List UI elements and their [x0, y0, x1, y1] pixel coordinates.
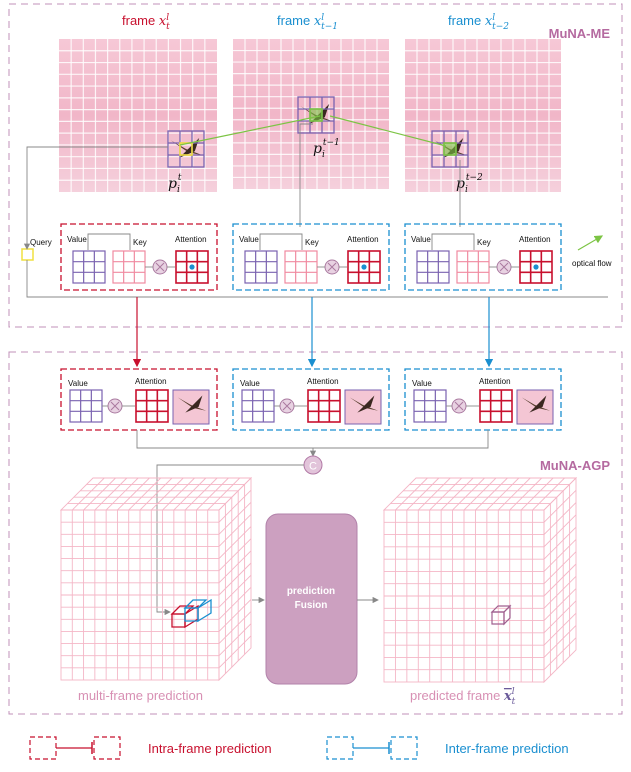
svg-text:Value: Value — [412, 379, 432, 388]
me-title: MuNA-ME — [549, 26, 611, 41]
me-connectors — [23, 123, 608, 298]
svg-text:frame xlt: frame xlt — [122, 13, 170, 32]
agp-block-t: Value Attention — [60, 368, 218, 431]
svg-text:Value: Value — [411, 235, 431, 244]
fusion-label-line1: prediction — [287, 586, 335, 597]
me-blocks: Value Key Attention Value Key Attention Value K… — [60, 223, 562, 291]
svg-text:Attention: Attention — [307, 377, 339, 386]
point-label-t-2: pit−2 — [456, 173, 483, 195]
frame-image-t — [59, 39, 217, 192]
output-voxel — [490, 604, 512, 626]
legend-intra: Intra-frame prediction — [29, 736, 272, 760]
frame-image-t-1 — [233, 39, 389, 189]
svg-text:Attention: Attention — [135, 377, 167, 386]
concat-label: C — [309, 461, 317, 473]
me-block-t-2: Value Key Attention — [404, 223, 562, 291]
multi-frame-cube — [59, 476, 253, 682]
svg-text:frame xlt−1: frame xlt−1 — [277, 13, 338, 32]
point-label-t-1: pit−1 — [313, 138, 340, 160]
svg-text:Attention: Attention — [479, 377, 511, 386]
svg-text:Key: Key — [133, 238, 147, 247]
agp-panel — [8, 351, 623, 715]
svg-text:frame xlt−2: frame xlt−2 — [448, 13, 509, 32]
optical-flow-lines — [179, 115, 447, 147]
me-panel — [8, 3, 623, 328]
predicted-frame-cube — [382, 476, 578, 684]
agp-title: MuNA-AGP — [540, 458, 610, 473]
legend-inter: Inter-frame prediction — [326, 736, 569, 760]
me-block-t: Value Key Attention — [60, 223, 218, 291]
svg-text:Value: Value — [239, 235, 259, 244]
svg-text:Value: Value — [67, 235, 87, 244]
me-block-t-1: Value Key Attention — [232, 223, 390, 291]
concat-to-cube — [156, 464, 304, 616]
point-label-t: pit — [168, 173, 182, 195]
frame-image-t-2 — [405, 39, 561, 192]
query-box — [21, 248, 34, 261]
svg-text:Attention: Attention — [519, 235, 551, 244]
query-label: Query — [30, 238, 52, 247]
svg-text:Attention: Attention — [175, 235, 207, 244]
agp-merge-line — [136, 430, 489, 449]
optical-flow-legend-arrow — [577, 235, 604, 251]
optical-flow-label: optical flow — [572, 259, 612, 268]
fusion-label-line2: Fusion — [295, 600, 328, 611]
svg-text:Value: Value — [240, 379, 260, 388]
legend-inter-label: Inter-frame prediction — [445, 741, 569, 756]
svg-text:Value: Value — [68, 379, 88, 388]
feature-strip — [170, 598, 212, 629]
svg-text:Key: Key — [477, 238, 491, 247]
svg-text:Key: Key — [305, 238, 319, 247]
multi-frame-label: multi-frame prediction — [78, 688, 203, 703]
fusion-block — [265, 513, 358, 685]
svg-text:Attention: Attention — [347, 235, 379, 244]
frame-images — [59, 39, 561, 192]
agp-block-t-2: Value Attention — [404, 368, 562, 431]
agp-blocks: Value Attention Value Attention Value Attenti… — [60, 368, 562, 431]
agp-block-t-1: Value Attention — [232, 368, 390, 431]
legend-intra-label: Intra-frame prediction — [148, 741, 272, 756]
